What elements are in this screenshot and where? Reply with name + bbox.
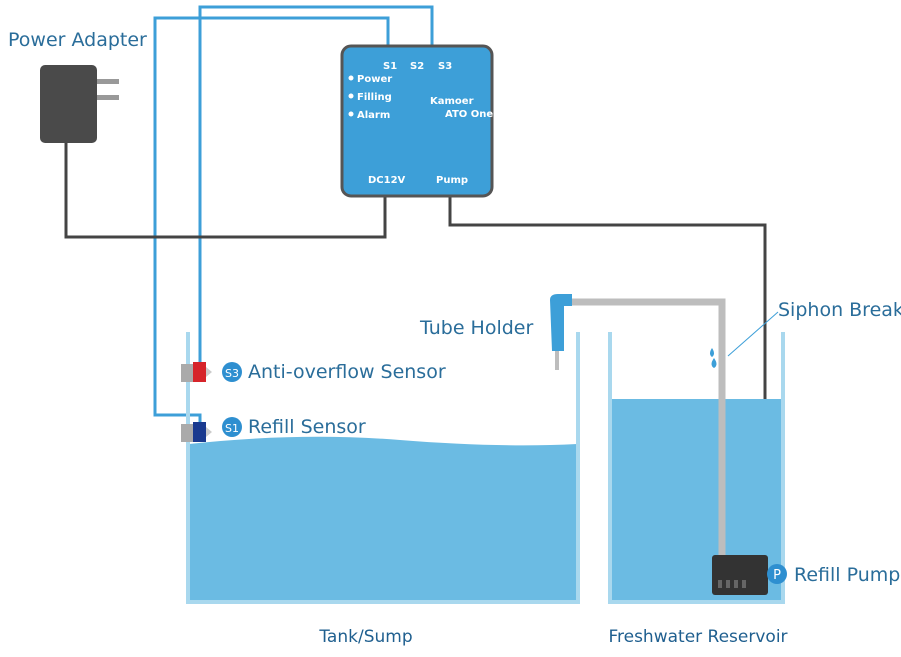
led-icon — [348, 93, 354, 99]
badge-s3 — [222, 362, 242, 382]
power-cable — [64, 143, 387, 239]
tube-holder-label: Tube Holder — [419, 317, 533, 339]
port-s1: S1 — [383, 61, 397, 72]
siphon-break-icon — [710, 348, 717, 368]
port-s2: S2 — [410, 61, 424, 72]
tank — [186, 332, 580, 604]
badge-s3-text: S3 — [225, 367, 239, 380]
badge-s1 — [222, 417, 242, 437]
refill-pump-label: Refill Pump — [794, 564, 900, 586]
port-s3: S3 — [438, 61, 452, 72]
badge-p-text: P — [773, 568, 781, 583]
badge-p — [767, 564, 787, 584]
pump-cable — [448, 197, 767, 556]
refill-sensor-label: Refill Sensor — [248, 416, 366, 438]
anti-overflow-label: Anti-overflow Sensor — [248, 361, 446, 383]
refill-sensor-icon — [181, 422, 212, 442]
led-alarm: Alarm — [357, 110, 390, 121]
led-icon — [348, 75, 354, 81]
reservoir — [608, 332, 785, 604]
anti-overflow-sensor-icon — [181, 362, 212, 382]
port-pump: Pump — [436, 175, 468, 186]
tube-holder-icon — [550, 294, 572, 351]
led-icon — [348, 111, 354, 117]
s3-wire — [198, 5, 434, 365]
led-filling: Filling — [357, 92, 392, 103]
led-power: Power — [357, 74, 392, 85]
power-adapter-label: Power Adapter — [8, 29, 147, 51]
controller-box: S1 S2 S3 Power Filling Alarm Kamoer ATO … — [340, 44, 504, 198]
model-label: ATO One 2 — [445, 109, 504, 120]
power-adapter-icon — [40, 65, 119, 143]
brand-logo: Kamoer — [430, 96, 474, 107]
siphon-break-label: Siphon Break — [778, 299, 901, 321]
tank-water — [189, 436, 577, 601]
port-dc12v: DC12V — [368, 175, 406, 186]
reservoir-label: Freshwater Reservoir — [608, 627, 787, 647]
s1-wire — [153, 16, 390, 425]
badge-s1-text: S1 — [225, 422, 239, 435]
tank-label: Tank/Sump — [318, 627, 412, 647]
refill-pump-icon — [712, 555, 768, 595]
water-tube — [565, 298, 726, 556]
